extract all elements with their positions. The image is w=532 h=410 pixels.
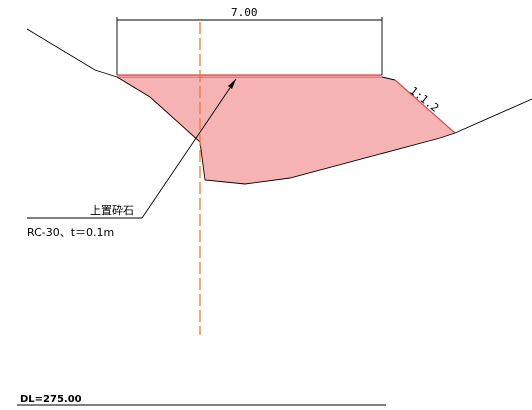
slope-line-right (394, 79, 456, 134)
note-line1: 上置砕石 (90, 203, 134, 217)
leader-arrowhead (228, 79, 236, 89)
leader-line (141, 78, 237, 219)
road-surface (117, 75, 382, 78)
datum-label: DL=275.00 (20, 394, 82, 405)
fill-region (117, 77, 455, 184)
note-line2: RC-30、t＝0.1m (27, 226, 114, 239)
dimension-width-label: 7.00 (231, 6, 258, 19)
shoulder-line (381, 76, 396, 81)
ground-line-right (439, 98, 532, 139)
ground-line-left (26, 28, 118, 78)
excavation-profile (116, 76, 441, 185)
